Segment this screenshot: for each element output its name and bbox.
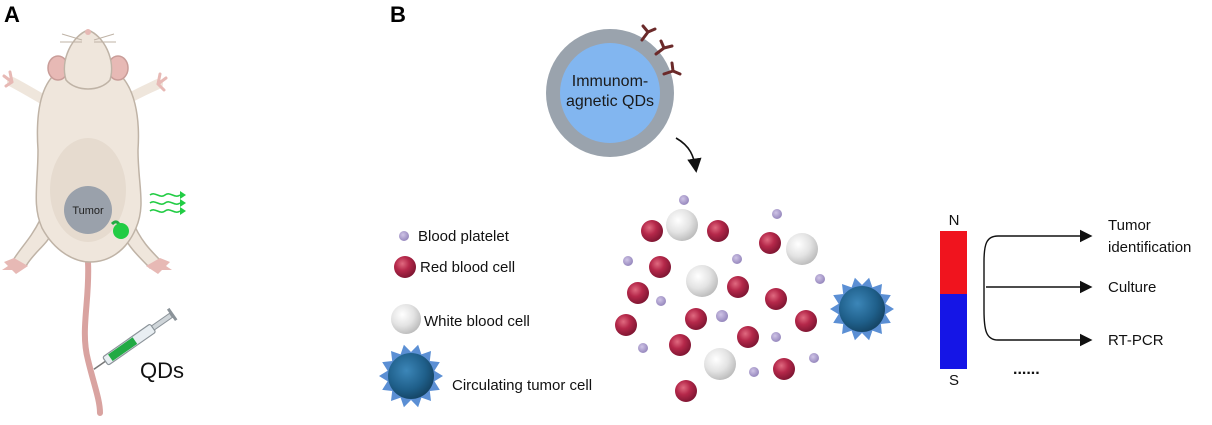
output-more-ellipsis: ...... (1013, 361, 1040, 378)
blood-platelet (809, 353, 819, 363)
fluorescence-emission-waves (149, 193, 181, 213)
legend: Blood platelet Red blood cell White bloo… (379, 228, 592, 408)
panel-label-a: A (4, 2, 20, 27)
arrow-branch-trunk (983, 262, 1093, 347)
red-blood-cell (773, 358, 795, 380)
blood-platelet (679, 195, 689, 205)
blood-platelet (772, 209, 782, 219)
antibody-3 (662, 61, 682, 76)
blood-platelet (749, 367, 759, 377)
blood-platelet (656, 296, 666, 306)
red-blood-cell (685, 308, 707, 330)
white-blood-cell (686, 265, 718, 297)
magnet-south-label: S (949, 372, 959, 389)
red-blood-cell (737, 326, 759, 348)
mouse-fore-paw-right (156, 72, 168, 92)
mouse-nose (85, 29, 91, 35)
mouse-tail (81, 259, 103, 416)
tumor-mass (64, 186, 112, 234)
probe-label-line2: agnetic QDs (566, 93, 654, 110)
output-rt-pcr: RT-PCR (1108, 332, 1164, 349)
red-blood-cell (759, 232, 781, 254)
blood-platelet (638, 343, 648, 353)
magnet-north-pole (940, 231, 967, 294)
fluorescent-qd-spot (113, 223, 129, 239)
qds-injection-label: QDs (140, 358, 184, 383)
legend-white-cell-label: White blood cell (424, 313, 530, 330)
probe-label-line1: Immunom- (572, 73, 648, 90)
blood-platelet (623, 256, 633, 266)
red-blood-cell (707, 220, 729, 242)
fluorescence-arrow-heads (180, 191, 186, 215)
legend-platelet-icon (399, 231, 409, 241)
magnet-north-label: N (949, 212, 960, 229)
output-tumor-identification-line2: identification (1108, 239, 1191, 256)
white-blood-cell (666, 209, 698, 241)
magnet-south-pole (940, 294, 967, 369)
red-blood-cell (649, 256, 671, 278)
mouse-head (63, 29, 113, 90)
output-tumor-identification-line1: Tumor (1108, 217, 1151, 234)
mouse-fore-paw-left (2, 70, 14, 88)
antibody-2 (654, 39, 674, 56)
red-blood-cell (675, 380, 697, 402)
legend-white-cell-icon (391, 304, 421, 334)
red-blood-cell (615, 314, 637, 336)
mouse-hind-paw-left (2, 258, 28, 274)
output-culture: Culture (1108, 279, 1156, 296)
blood-platelet (716, 310, 728, 322)
legend-red-cell-label: Red blood cell (420, 259, 515, 276)
circulating-tumor-cell (830, 277, 894, 341)
immunomagnetic-qd-probe: Immunom- agnetic QDs (546, 29, 674, 157)
blood-platelet (815, 274, 825, 284)
blood-cell-cluster (615, 195, 825, 402)
legend-platelet-label: Blood platelet (418, 228, 510, 245)
white-blood-cell (786, 233, 818, 265)
red-blood-cell (765, 288, 787, 310)
mouse-hind-paw-right (146, 258, 172, 274)
red-blood-cell (727, 276, 749, 298)
legend-ctc-label: Circulating tumor cell (452, 377, 592, 394)
panel-label-b: B (390, 2, 406, 27)
analysis-arrows (983, 229, 1093, 347)
antibody-1 (640, 24, 657, 42)
probe-to-blood-arrow (675, 137, 702, 173)
mouse-fore-leg-left (7, 77, 49, 105)
probe-core (560, 43, 660, 143)
mouse-whiskers (60, 33, 116, 43)
antibody-group (640, 24, 682, 76)
red-blood-cell (641, 220, 663, 242)
red-blood-cell (795, 310, 817, 332)
legend-red-cell-icon (394, 256, 416, 278)
legend-ctc-icon (379, 344, 443, 408)
red-blood-cell (627, 282, 649, 304)
arrow-tumor-identification (983, 229, 1093, 263)
tumor-label: Tumor (72, 205, 104, 217)
mouse-illustration (2, 29, 172, 416)
red-blood-cell (669, 334, 691, 356)
white-blood-cell (704, 348, 736, 380)
blood-platelet (771, 332, 781, 342)
blood-platelet (732, 254, 742, 264)
syringe (93, 307, 178, 370)
